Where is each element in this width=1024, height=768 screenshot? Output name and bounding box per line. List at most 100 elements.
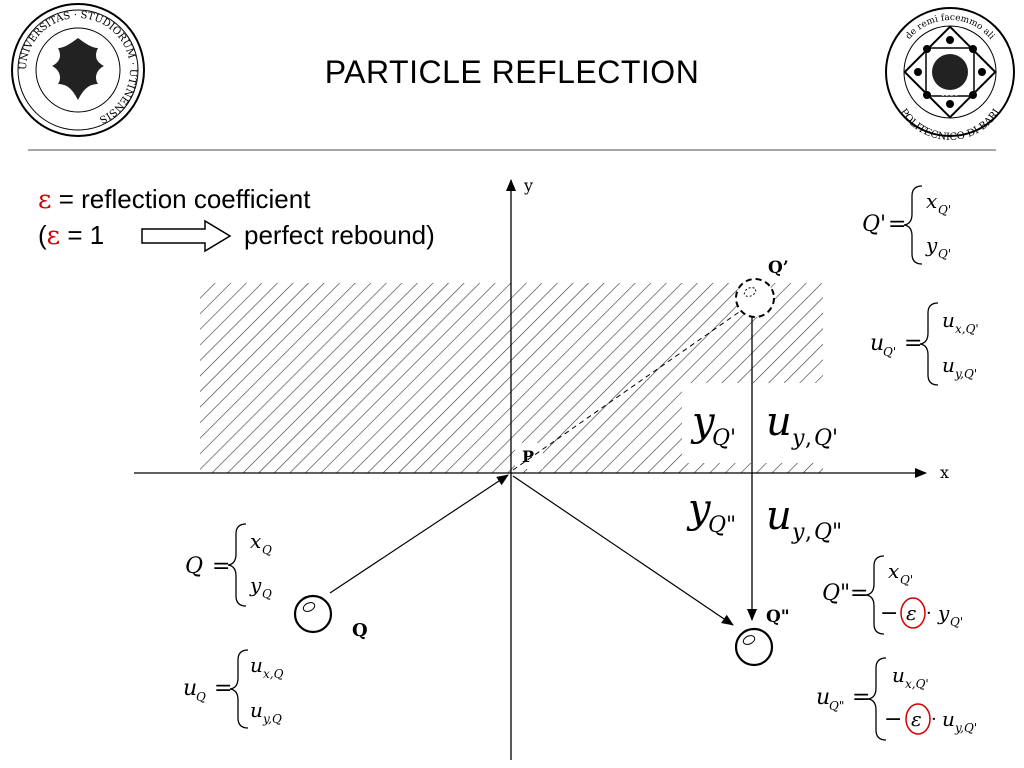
svg-text:,: , xyxy=(805,426,812,451)
epsilon-highlight-circle-2 xyxy=(905,703,931,735)
svg-text:y: y xyxy=(925,233,938,257)
svg-text:y,Q: y,Q xyxy=(262,712,282,726)
slide-title: PARTICLE REFLECTION xyxy=(324,54,700,90)
svg-text:": " xyxy=(840,581,850,606)
definition-text: = reflection coefficient xyxy=(51,184,311,214)
svg-text:': ' xyxy=(880,212,886,237)
svg-text:u: u xyxy=(250,653,263,677)
svg-text:x: x xyxy=(888,559,899,583)
svg-text:Q': Q' xyxy=(814,426,838,451)
point-q-label: Q xyxy=(352,620,368,641)
svg-text:Q": Q" xyxy=(814,520,842,545)
svg-text:y: y xyxy=(249,573,262,597)
svg-text:y: y xyxy=(937,601,950,625)
svg-text:y: y xyxy=(791,426,805,451)
definition-line-1: ε = reflection coefficient xyxy=(38,184,310,215)
svg-text:=: = xyxy=(212,554,230,579)
svg-text:Q: Q xyxy=(262,587,272,601)
y-axis-label: y xyxy=(523,176,533,195)
x-axis-label: x xyxy=(940,463,949,482)
svg-text:Q: Q xyxy=(822,581,840,606)
reflected-path xyxy=(512,475,734,626)
particle-q-prime xyxy=(735,278,775,318)
svg-text:Q: Q xyxy=(862,212,880,237)
point-q-double-label: Q" xyxy=(766,607,790,627)
perfect-rebound-text: perfect rebound) xyxy=(244,220,435,250)
university-seal-logo: UNIVERSITAS · STUDIORUM · UTINENSIS xyxy=(11,3,145,137)
svg-text:=: = xyxy=(904,331,922,356)
svg-text:Q': Q' xyxy=(950,615,963,629)
svg-text:u: u xyxy=(942,707,955,731)
definition-line-2: (ε = 1 xyxy=(38,220,104,251)
svg-text:y: y xyxy=(686,486,712,532)
open-paren: ( xyxy=(38,220,47,250)
svg-text:u: u xyxy=(766,493,792,539)
label-mask xyxy=(682,383,842,463)
svg-text:Q": Q" xyxy=(708,513,736,538)
particle-q xyxy=(293,594,333,634)
particle-q-double xyxy=(734,627,774,667)
svg-text:Q": Q" xyxy=(829,699,844,713)
svg-text:Q': Q' xyxy=(712,426,736,451)
svg-text:·: · xyxy=(931,709,937,730)
svg-text:x: x xyxy=(250,529,261,553)
svg-text:y,Q': y,Q' xyxy=(954,367,977,381)
svg-text:u: u xyxy=(892,663,905,687)
svg-text:ε: ε xyxy=(911,707,922,731)
svg-text:,: , xyxy=(805,520,812,545)
point-p-label: P xyxy=(522,447,534,466)
epsilon-symbol-2: ε xyxy=(46,221,61,251)
svg-text:Q': Q' xyxy=(938,247,951,261)
svg-text:ε: ε xyxy=(906,601,917,625)
svg-text:u: u xyxy=(870,331,884,356)
politecnico-seal-logo: 1990 de remi facemmo ali POLITECNICO DI … xyxy=(885,7,1015,143)
svg-text:x,Q: x,Q xyxy=(263,667,284,681)
svg-text:x,Q': x,Q' xyxy=(955,322,979,336)
svg-text:Q': Q' xyxy=(883,345,896,359)
svg-text:u: u xyxy=(942,353,955,377)
svg-text:POLITECNICO DI BARI: POLITECNICO DI BARI xyxy=(897,107,1002,143)
right-seal-bottom-text: POLITECNICO DI BARI xyxy=(897,107,1002,143)
p-label-mask xyxy=(515,443,543,469)
svg-text:x: x xyxy=(926,189,937,213)
svg-text:=: = xyxy=(214,676,232,701)
svg-text:Q': Q' xyxy=(900,573,913,587)
mirror-path xyxy=(512,309,743,471)
svg-text:=: = xyxy=(850,581,868,606)
svg-text:u: u xyxy=(183,676,197,701)
svg-text:−: − xyxy=(880,601,898,626)
svg-text:Q: Q xyxy=(262,543,272,557)
implies-arrow-icon xyxy=(141,219,232,253)
svg-text:−: − xyxy=(884,707,902,732)
svg-text:y: y xyxy=(690,399,716,445)
equals-one: = 1 xyxy=(60,220,105,250)
svg-text:u: u xyxy=(942,308,955,332)
svg-text:Q': Q' xyxy=(938,203,951,217)
svg-text:Q: Q xyxy=(196,690,206,704)
incident-path xyxy=(329,474,509,594)
svg-text:=: = xyxy=(852,685,870,710)
svg-text:y: y xyxy=(791,520,805,545)
svg-text:=: = xyxy=(888,212,906,237)
right-seal-year: 1990 xyxy=(941,90,959,98)
point-q-prime-label: Q’ xyxy=(768,258,789,278)
epsilon-highlight-circle xyxy=(900,597,926,629)
epsilon-symbol: ε xyxy=(38,185,52,215)
svg-text:y,Q': y,Q' xyxy=(954,721,977,735)
svg-text:·: · xyxy=(926,603,932,624)
svg-text:u: u xyxy=(250,698,263,722)
svg-text:Q: Q xyxy=(185,554,203,579)
svg-text:u: u xyxy=(766,399,792,445)
svg-text:u: u xyxy=(816,685,830,710)
